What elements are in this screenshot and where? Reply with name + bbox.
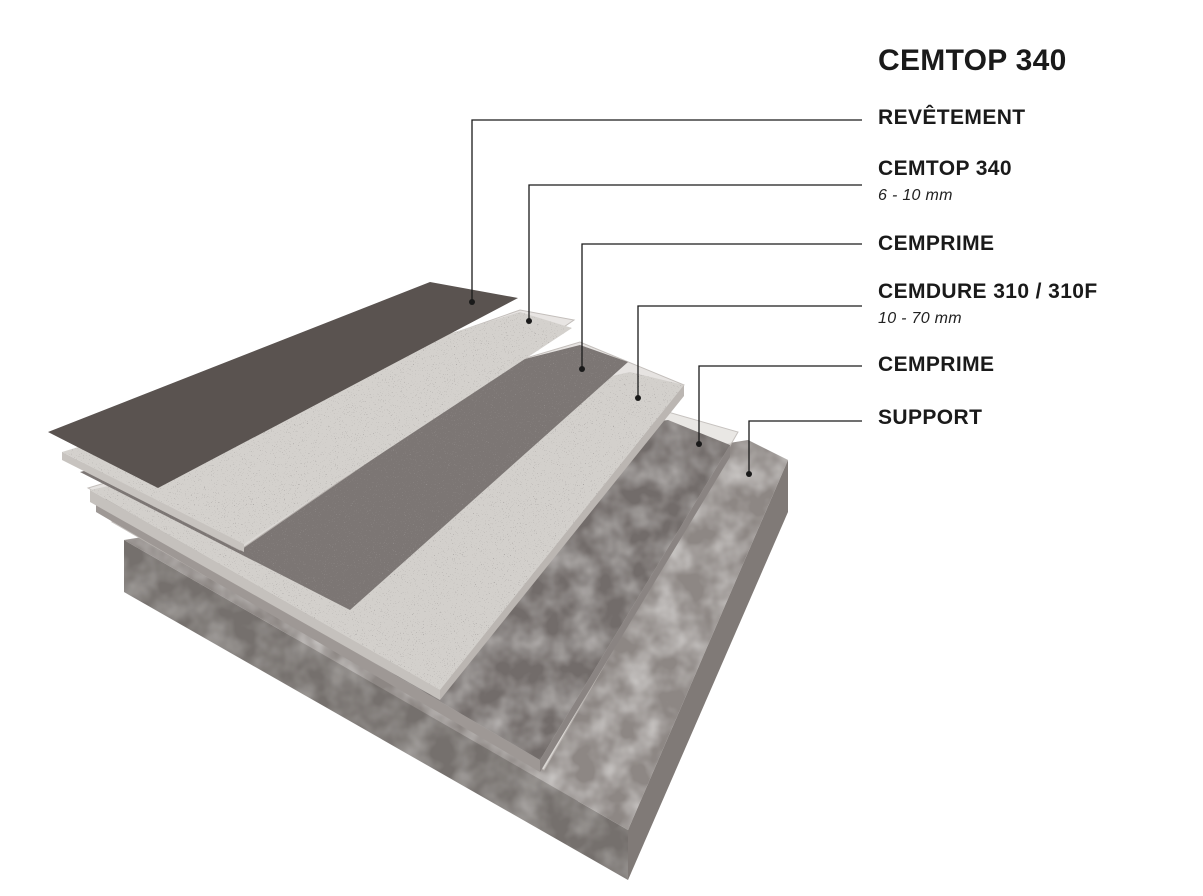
diagram-title: CEMTOP 340 [878, 44, 1067, 77]
leader-dot [746, 471, 752, 477]
leader-lines [471, 119, 862, 474]
cemtop-upper-speckle [62, 312, 572, 544]
support-right-face [628, 460, 788, 880]
revetement-sheet [48, 282, 518, 488]
label-cemdure: CEMDURE 310 / 310F [878, 280, 1098, 303]
thickness-cemdure: 10 - 70 mm [878, 310, 962, 327]
leader-support [748, 420, 862, 474]
leader-cemtop [528, 184, 862, 321]
thickness-cemtop: 6 - 10 mm [878, 187, 953, 204]
leader-dot [469, 299, 475, 305]
leader-revetement [471, 119, 862, 302]
label-cemtop: CEMTOP 340 [878, 157, 1012, 180]
label-cemprime-lower: CEMPRIME [878, 353, 995, 376]
support-side-mottle [124, 540, 628, 880]
cemtop-lower-edge [90, 490, 440, 700]
cemtop-lower-right-edge [440, 385, 684, 700]
leader-dot [696, 441, 702, 447]
leader-dots [469, 299, 752, 477]
cemdure-right-edge [540, 445, 730, 772]
label-cemprime-upper: CEMPRIME [878, 232, 995, 255]
cemtop-dark-speck [80, 345, 628, 610]
leader-cemprime-upper [581, 243, 862, 369]
cemtop-upper-edge [62, 452, 244, 552]
leader-dot [579, 366, 585, 372]
label-support: SUPPORT [878, 406, 983, 429]
leader-dot [635, 395, 641, 401]
leader-dot [526, 318, 532, 324]
leader-cemprime-lower [698, 365, 862, 444]
leader-cemdure [637, 305, 862, 398]
label-revetement: REVÊTEMENT [878, 106, 1026, 129]
